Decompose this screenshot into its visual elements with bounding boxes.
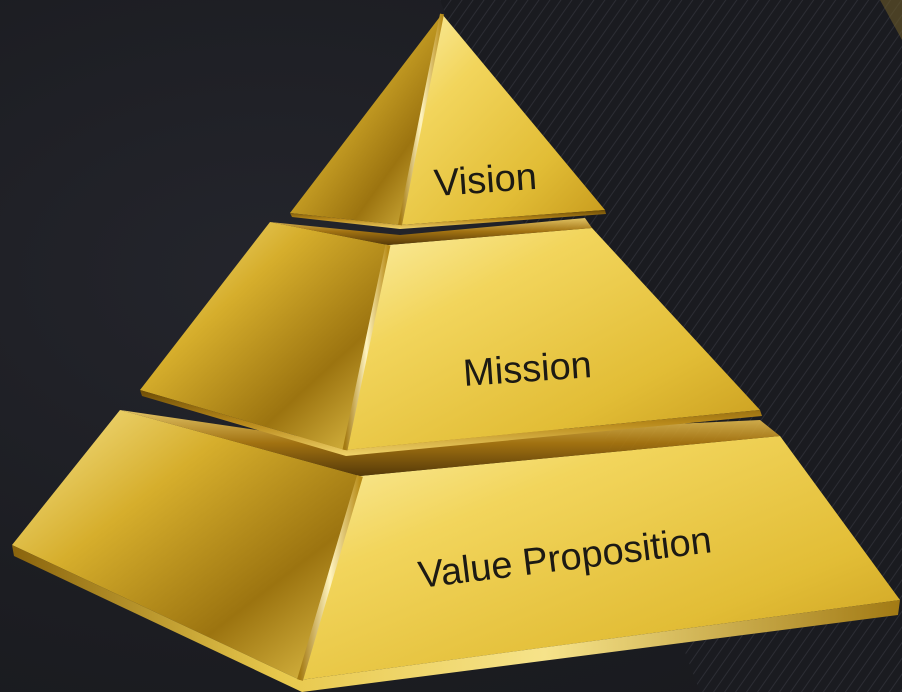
tier-top xyxy=(290,13,606,229)
background-panel-edge xyxy=(880,0,902,40)
tier-label-vision: Vision xyxy=(433,156,538,205)
tier-label-mission: Mission xyxy=(462,344,593,395)
tier-bottom xyxy=(12,410,900,692)
tier-middle xyxy=(140,218,762,456)
